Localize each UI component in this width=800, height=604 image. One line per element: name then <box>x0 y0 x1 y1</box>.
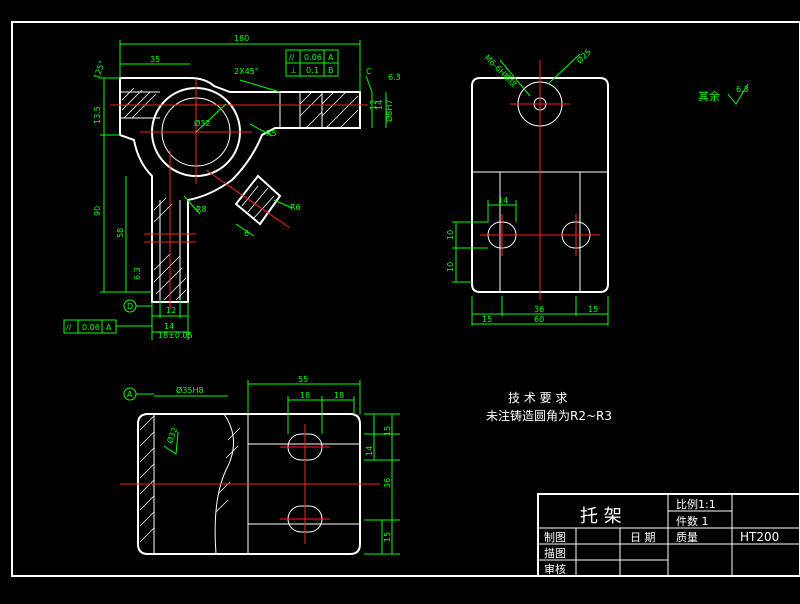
arm-end-section <box>279 91 361 129</box>
side-span-inner: 36 <box>534 305 544 314</box>
side-slot-h2: 10 <box>446 262 455 272</box>
svg-text:其余: 其余 <box>698 89 720 103</box>
bottom-tolerance-frame: // 0.06 A <box>63 319 152 334</box>
sheet-border <box>11 21 800 577</box>
side-hole-dia: Ø25 <box>574 47 593 66</box>
dim-boss-w: 12 <box>166 306 176 315</box>
tech-req-line1: 未注铸造圆角为R2~R3 <box>486 408 612 423</box>
dim-bottom-w: 18±0.05 <box>158 331 193 340</box>
dim-rad-b: R8 <box>196 205 207 214</box>
svg-text://: // <box>289 53 295 62</box>
dim-boss-w2: 14 <box>164 322 174 331</box>
title-drawn: 制图 <box>544 531 566 544</box>
title-scale: 比例1:1 <box>676 497 716 511</box>
dim-length: 55 <box>298 375 308 384</box>
side-view: M6-6H螺纹 Ø25 14 10 10 36 60 15 15 <box>446 47 609 326</box>
front-view: 180 35 2X45° 125° 13.5 90 58 Ø32 12 14 Ø… <box>63 34 401 340</box>
surface-c-label: C <box>366 67 372 76</box>
dim-height-main: 90 <box>93 206 102 216</box>
roughness-a: 6.3 <box>388 73 401 82</box>
dim-rad-a: R5 <box>266 129 277 138</box>
title-traced: 描图 <box>544 546 566 560</box>
dim-angle-top: 125° <box>92 59 107 80</box>
dim-section-h: 6 <box>244 229 249 238</box>
side-edge-l: 15 <box>482 315 492 324</box>
break-line <box>214 413 234 555</box>
side-slot-h1: 10 <box>446 230 455 240</box>
title-material: HT200 <box>740 530 779 544</box>
svg-text:⊥: ⊥ <box>290 66 297 75</box>
side-span-total: 60 <box>534 315 544 324</box>
dim-slot-w: 12 <box>369 100 378 110</box>
title-qty: 件数 1 <box>676 515 709 528</box>
svg-text:0.06: 0.06 <box>82 323 100 332</box>
title-checked: 审核 <box>544 562 566 576</box>
side-hole-note: M6-6H螺纹 <box>483 52 520 89</box>
dim-height-sub: 58 <box>116 228 125 238</box>
dim-bore: Ø32 <box>194 118 210 128</box>
top-view-outline <box>137 413 361 555</box>
dim-height-left: 13.5 <box>93 106 102 124</box>
svg-text:0.06: 0.06 <box>304 53 322 62</box>
bore-note: Ø35H8 <box>176 385 204 395</box>
removed-section <box>234 174 282 226</box>
dim-section-r: R6 <box>290 203 301 212</box>
top-view: A Ø35H8 55 18 18 Ø32 15 14 36 15 <box>120 375 400 555</box>
technical-requirements: 技 术 要 求 未注铸造圆角为R2~R3 <box>486 391 612 423</box>
dim-h2: 14 <box>365 446 374 456</box>
hatch-left <box>121 87 359 301</box>
title-part-name: 托 架 <box>580 506 622 527</box>
svg-text:D: D <box>127 302 133 311</box>
side-slot-w: 14 <box>498 196 508 205</box>
chamfer-note: 2X45° <box>234 67 259 76</box>
roughness-b: 6.3 <box>133 267 142 280</box>
svg-text://: // <box>66 323 72 332</box>
surface-note-roughness: 6.3 <box>736 85 749 94</box>
svg-text:A: A <box>106 323 112 332</box>
svg-text:A: A <box>127 390 133 399</box>
title-date: 日 期 <box>630 531 656 544</box>
dim-h4: 15 <box>383 532 392 542</box>
front-view-outline <box>119 77 361 303</box>
hatch-bottom <box>139 415 241 543</box>
surface-note: 其余 6.3 <box>698 83 749 105</box>
tolerance-frame: // 0.06 A ⊥ 0.1 B <box>285 49 339 77</box>
dim-h3: 36 <box>383 478 392 488</box>
dim-left-offset: 35 <box>150 55 160 64</box>
dim-slot-b: 18 <box>334 391 344 400</box>
dim-h1: 15 <box>383 426 392 436</box>
dim-slot-a: 18 <box>300 391 310 400</box>
dim-slot-h: 14 <box>375 100 384 110</box>
tech-req-title: 技 术 要 求 <box>508 391 567 405</box>
side-edge-r: 15 <box>588 305 598 314</box>
svg-text:B: B <box>328 66 334 75</box>
svg-text:A: A <box>328 53 334 62</box>
dim-depth-v: Ø8H7 <box>384 100 394 123</box>
title-weight: 质量 <box>676 531 698 544</box>
dim-overall-length: 180 <box>234 34 249 43</box>
title-block: 托 架 比例1:1 件数 1 制图 描图 审核 日 期 质量 HT200 <box>537 493 800 577</box>
side-view-outline <box>471 77 609 293</box>
svg-text:0.1: 0.1 <box>306 66 319 75</box>
